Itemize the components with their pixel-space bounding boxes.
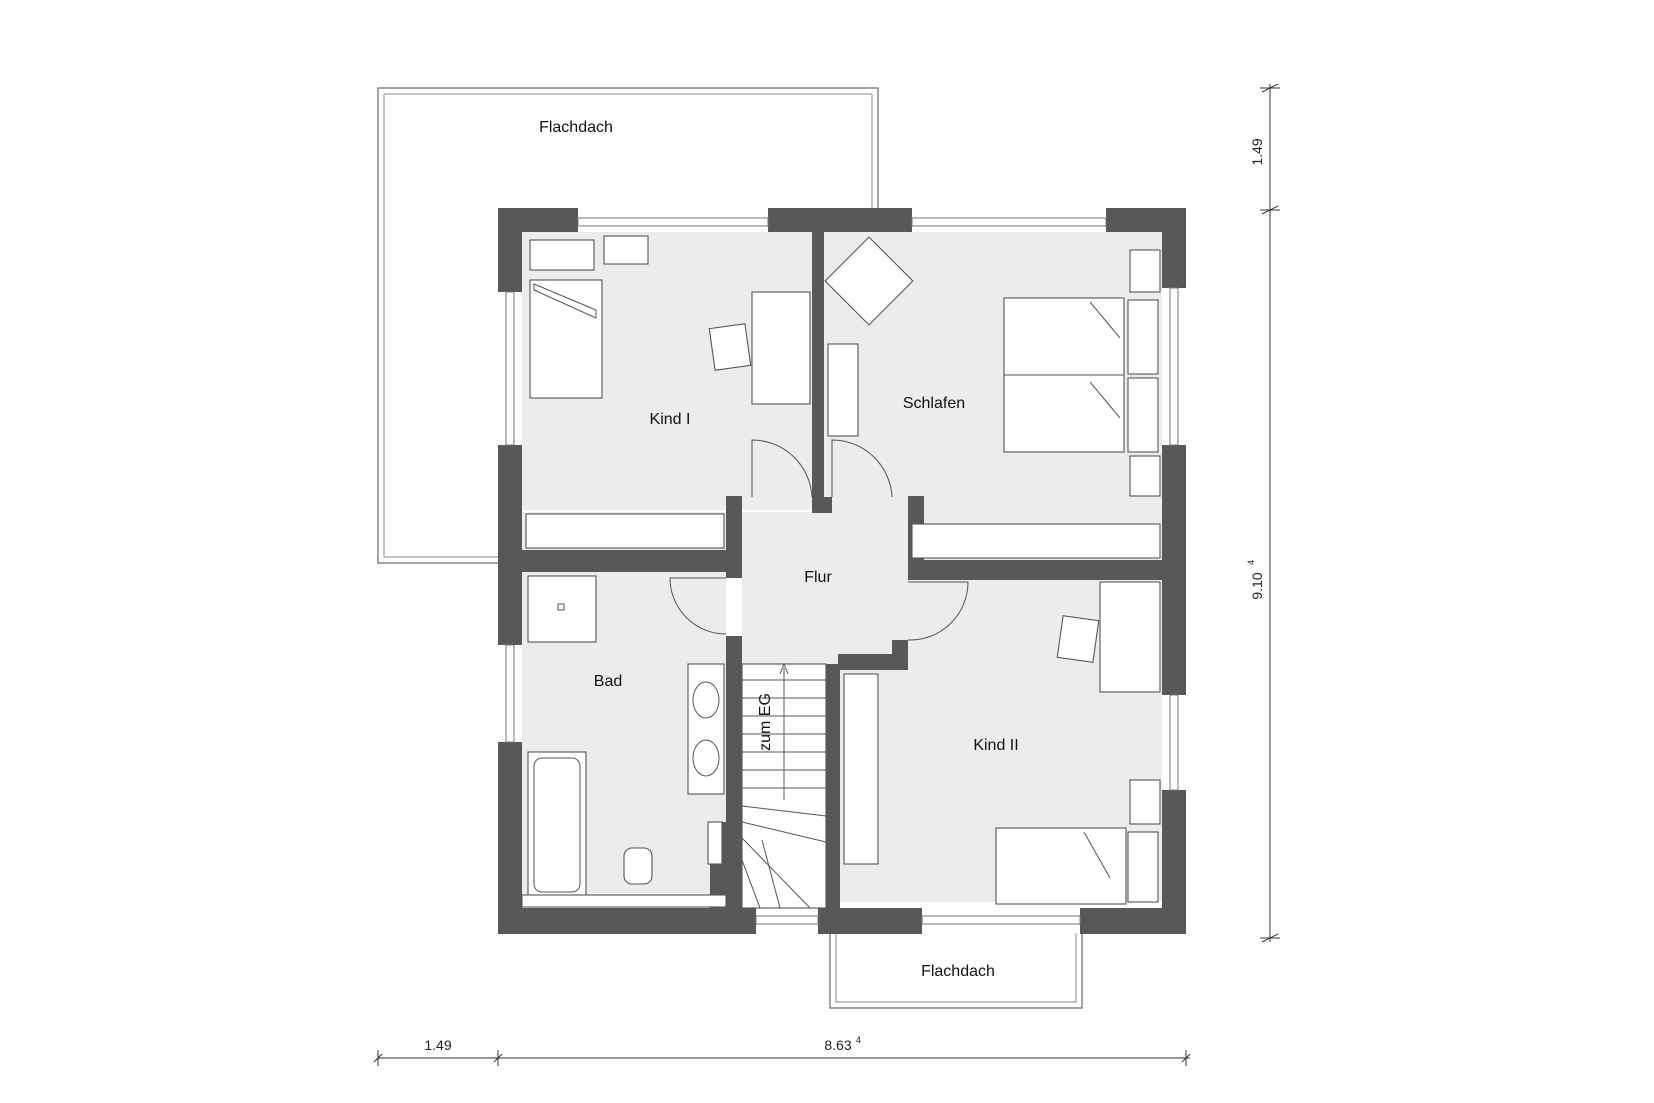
stairs <box>741 662 827 909</box>
label-flachdach-top: Flachdach <box>539 119 613 136</box>
chair-kind1 <box>708 323 752 371</box>
desk-kind2 <box>1099 581 1161 693</box>
dimension-horizontal: 1.49 8.63 4 <box>373 1035 1191 1066</box>
toilet <box>623 847 653 885</box>
nightstand-top <box>1129 249 1161 293</box>
label-flur: Flur <box>804 569 832 586</box>
nightstand-kind2 <box>1127 831 1159 903</box>
room-labels: Flachdach Kind I Schlafen Flur Bad Kind … <box>539 119 1019 980</box>
side-table <box>603 235 649 265</box>
dim-vertical-total-sup: 4 <box>1246 560 1256 565</box>
dimension-vertical: 1.49 9.10 4 <box>1246 83 1280 943</box>
walls <box>498 208 1186 934</box>
nightstand-2 <box>1127 377 1159 453</box>
kind2-furniture <box>843 581 1161 905</box>
flat-roof-bottom <box>829 931 1083 1009</box>
shower <box>527 575 597 643</box>
dresser <box>827 343 859 437</box>
dim-horizontal-total-sup: 4 <box>856 1035 861 1045</box>
shelf-kind2 <box>1129 779 1161 825</box>
wardrobe-kind1 <box>525 513 725 549</box>
doors <box>669 439 969 641</box>
bad-furniture <box>521 575 727 908</box>
bed-kind1 <box>529 279 603 399</box>
armchair <box>824 236 914 326</box>
dim-horizontal-left: 1.49 <box>424 1037 451 1053</box>
tile-strip <box>521 894 727 908</box>
label-stairs: zum EG <box>757 693 774 751</box>
wardrobe-kind2 <box>843 673 879 865</box>
label-kind1: Kind I <box>650 411 691 428</box>
nightstand-bottom <box>1129 455 1161 497</box>
label-bad: Bad <box>594 673 622 690</box>
dim-vertical-top: 1.49 <box>1249 138 1265 165</box>
schlafen-furniture <box>824 236 1161 559</box>
label-flachdach-bottom: Flachdach <box>921 963 995 980</box>
label-kind2: Kind II <box>973 737 1018 754</box>
chair-kind2 <box>1056 615 1100 663</box>
shelf <box>529 239 595 271</box>
bed-kind2 <box>995 827 1127 905</box>
washbasin <box>687 663 725 795</box>
dim-horizontal-total: 8.63 <box>824 1037 851 1053</box>
radiator <box>707 821 723 865</box>
kind1-furniture <box>525 235 811 549</box>
nightstand-1 <box>1127 299 1159 375</box>
desk-kind1 <box>751 291 811 405</box>
windows <box>505 217 1179 925</box>
label-schlafen: Schlafen <box>903 395 965 412</box>
wardrobe-schlafen <box>911 523 1161 559</box>
dim-vertical-total: 9.10 <box>1249 572 1265 599</box>
bathtub <box>527 751 587 899</box>
